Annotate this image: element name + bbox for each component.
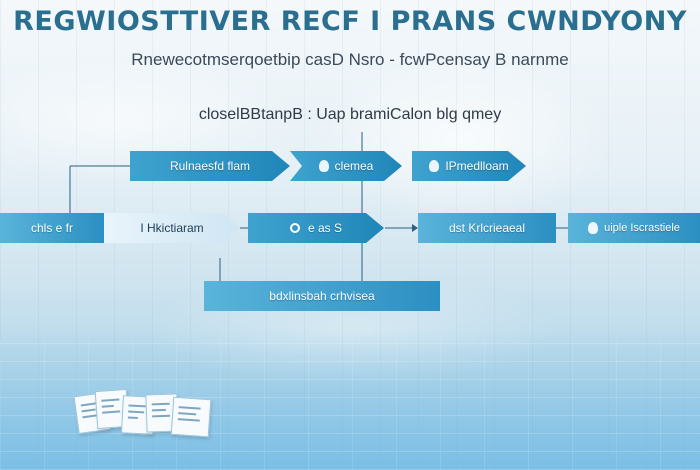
diagram-subtitle: Rnewecotmserqoetbip casD Nsro - fcwPcens… xyxy=(131,50,569,69)
flow-node-label: clemea xyxy=(334,159,374,173)
lightbulb-icon xyxy=(429,160,439,172)
flow-node-label: bdxlinsbah crhvisea xyxy=(269,289,375,303)
gear-icon xyxy=(290,223,300,233)
flow-node-label: I Hkictiaram xyxy=(140,221,204,235)
document-stack-icon xyxy=(73,388,226,448)
flow-node-label: e as S xyxy=(307,221,343,235)
lightbulb-icon xyxy=(588,222,599,234)
flow-node-bottom: bdxlinsbah crhvisea xyxy=(204,281,440,311)
flow-node-mid-4: dst Krlcrieaeal xyxy=(418,213,556,243)
diagram-title: REGWIOSTTIVER RECF I PRANS CWNDYONY xyxy=(13,6,687,37)
flow-node-mid-1: chls e fr xyxy=(0,213,104,243)
flow-node-mid-5: uiple Iscrastiele xyxy=(568,213,700,243)
flow-node-top-3: IPmedlloam xyxy=(412,151,526,181)
flow-node-label: Rulnaesfd flam xyxy=(169,159,251,173)
flow-node-mid-2: I Hkictiaram xyxy=(104,213,240,243)
lightbulb-icon xyxy=(319,160,329,172)
flow-node-label: IPmedlloam xyxy=(445,159,509,173)
flow-node-label: uiple Iscrastiele xyxy=(604,222,680,234)
flow-node-label: chls e fr xyxy=(30,221,73,235)
flow-node-top-2: clemea xyxy=(290,151,402,181)
flow-node-mid-3: e as S xyxy=(248,213,384,243)
flow-node-label: dst Krlcrieaeal xyxy=(448,221,526,235)
diagram-caption: closelBBtanpB : Uap bramiCalon blg qmey xyxy=(198,106,502,123)
flow-node-top-1: Rulnaesfd flam xyxy=(130,151,290,181)
